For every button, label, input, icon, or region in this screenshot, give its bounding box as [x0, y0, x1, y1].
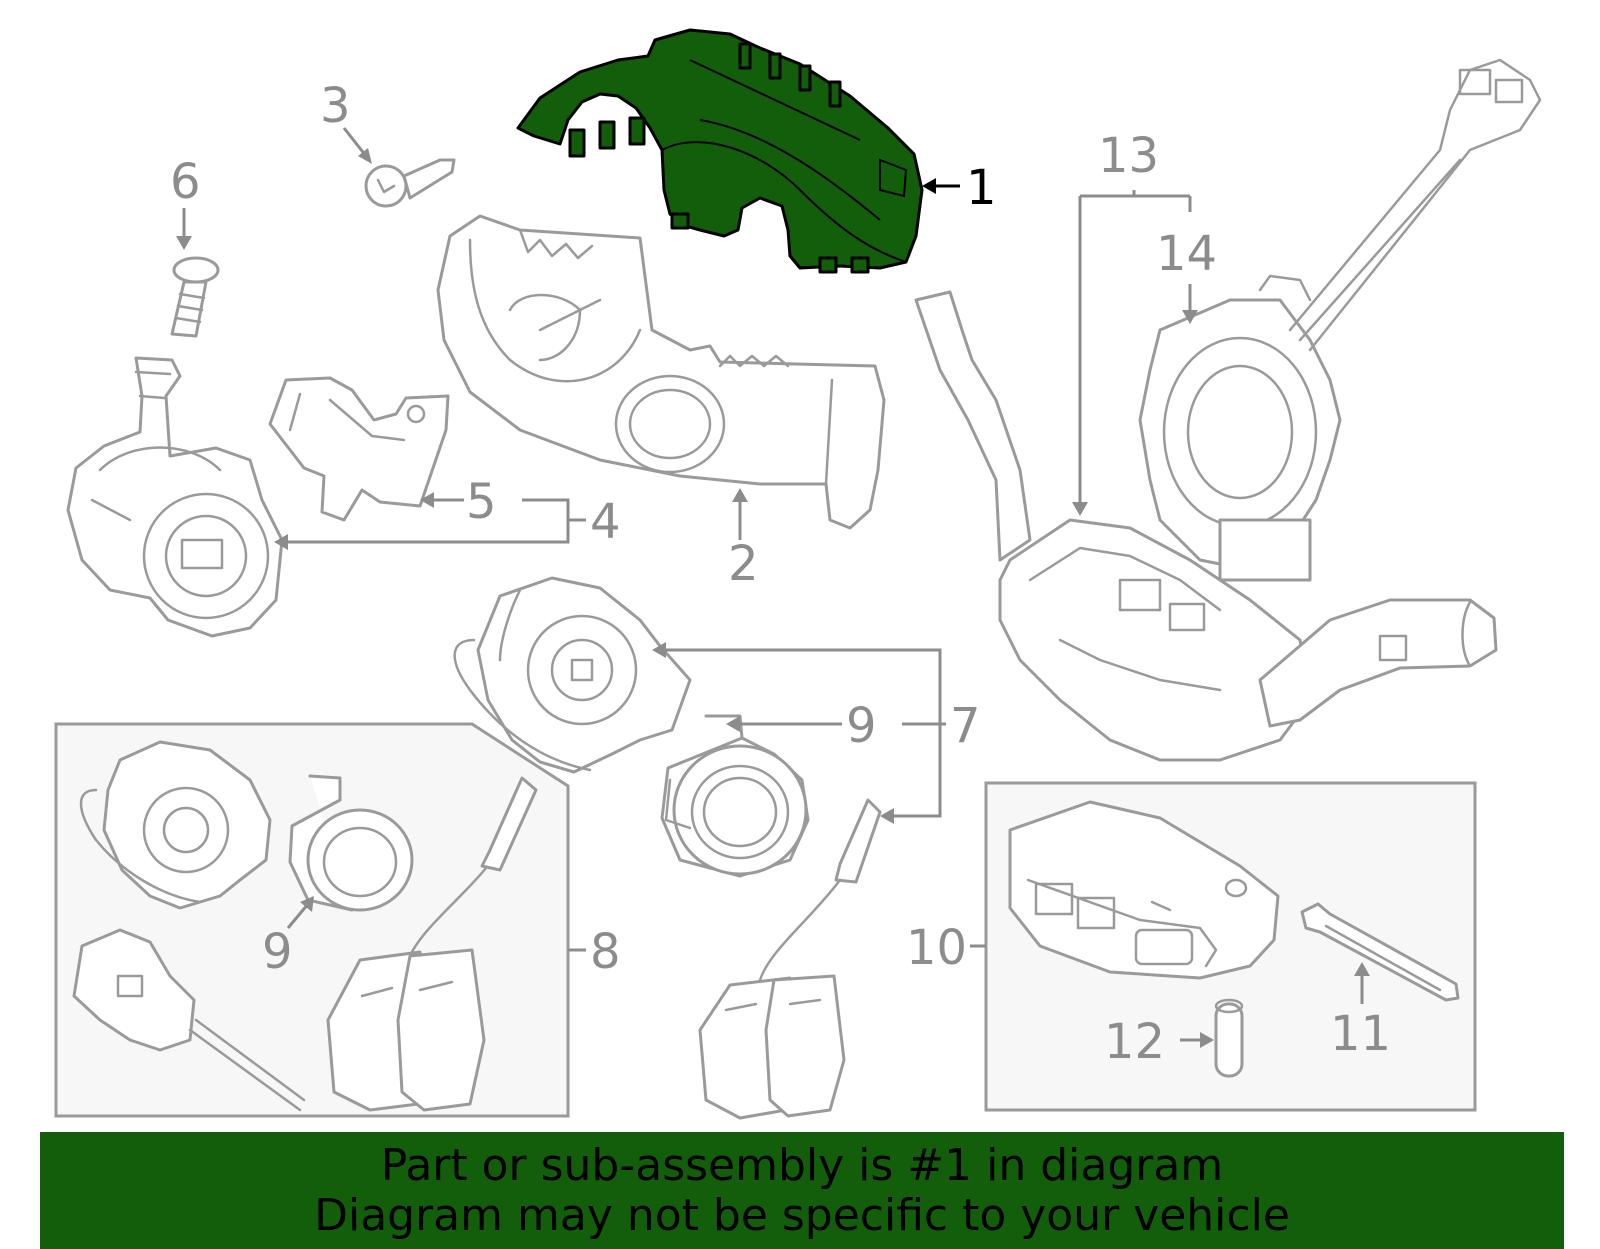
part-12-battery [1214, 998, 1244, 1078]
callout-10: 10 [906, 920, 967, 976]
part-3-screw [364, 158, 456, 208]
callout-9-main: 9 [846, 698, 877, 754]
part-10-key-fob [1008, 800, 1280, 980]
banner-line-2: Diagram may not be specific to your vehi… [314, 1189, 1290, 1241]
callout-11: 11 [1330, 1006, 1391, 1062]
callout-2: 2 [728, 536, 759, 592]
part-11-emergency-key [1300, 902, 1460, 1002]
part-4-ignition-housing [66, 356, 284, 638]
part-9-lock-ring [660, 714, 810, 878]
part-7-key [698, 798, 882, 1120]
info-banner: Part or sub-assembly is #1 in diagram Di… [40, 1132, 1564, 1249]
callout-7: 7 [950, 698, 981, 754]
callout-12: 12 [1104, 1014, 1165, 1070]
callout-9-inset: 9 [262, 924, 293, 980]
inset-8-keys [326, 776, 538, 1112]
callout-13: 13 [1098, 128, 1159, 184]
part-5-bracket [268, 376, 450, 522]
part-7-ignition-switch [453, 576, 692, 774]
inset-8-lock-cylinder [72, 928, 306, 1112]
part-1-upper-column-cover[interactable] [516, 28, 924, 274]
callout-3: 3 [320, 78, 351, 134]
callout-4: 4 [590, 494, 621, 550]
callout-1: 1 [966, 160, 997, 216]
part-6-screw [170, 256, 220, 338]
inset-8-ignition-switch [79, 740, 272, 910]
callout-8: 8 [590, 924, 621, 980]
callout-14: 14 [1156, 226, 1217, 282]
part-2-lower-column-cover [436, 214, 886, 530]
banner-line-1: Part or sub-assembly is #1 in diagram [380, 1139, 1224, 1191]
part-14-clock-spring [1138, 58, 1542, 582]
part-13-combination-switch [914, 290, 1498, 762]
callout-5: 5 [466, 474, 497, 530]
leader-lines [176, 127, 1370, 1048]
callout-6: 6 [170, 154, 201, 210]
